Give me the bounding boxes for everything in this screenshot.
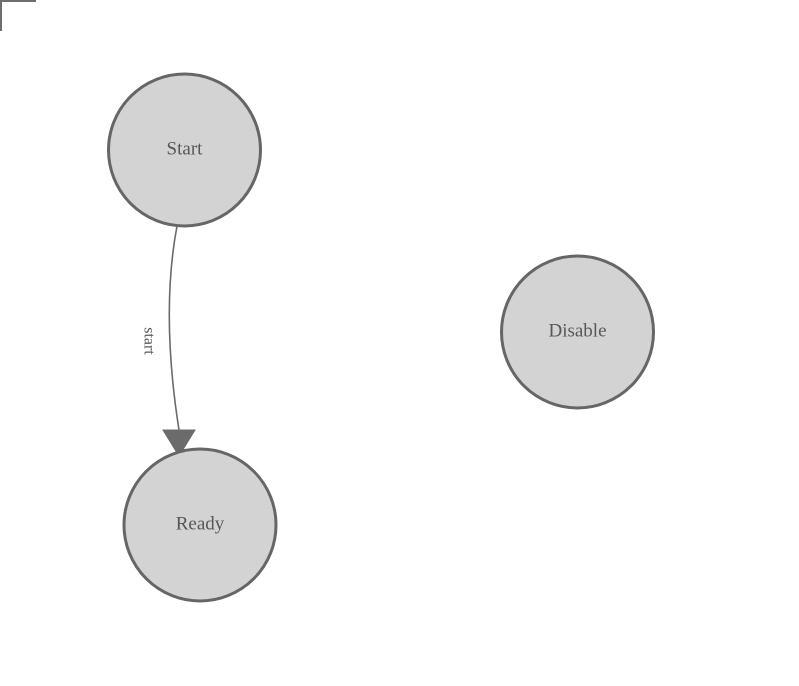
state-node-disable-label: Disable bbox=[548, 320, 606, 341]
state-node-ready-circle[interactable] bbox=[122, 447, 278, 603]
edge-label-start: start bbox=[140, 327, 157, 355]
state-node-ready-label: Ready bbox=[176, 513, 225, 534]
state-node-start[interactable]: Start bbox=[107, 72, 262, 228]
edge-path bbox=[168, 225, 180, 431]
edge-arrowhead-icon bbox=[162, 429, 196, 457]
state-node-start-label: Start bbox=[167, 138, 204, 159]
state-node-disable-circle[interactable] bbox=[500, 254, 655, 410]
state-node-ready[interactable]: Ready bbox=[122, 447, 278, 603]
state-node-disable[interactable]: Disable bbox=[500, 254, 655, 410]
edge-start-to-ready[interactable]: start bbox=[140, 225, 196, 457]
canvas-corner-mark-icon bbox=[0, 0, 36, 31]
state-node-start-circle[interactable] bbox=[107, 72, 262, 228]
